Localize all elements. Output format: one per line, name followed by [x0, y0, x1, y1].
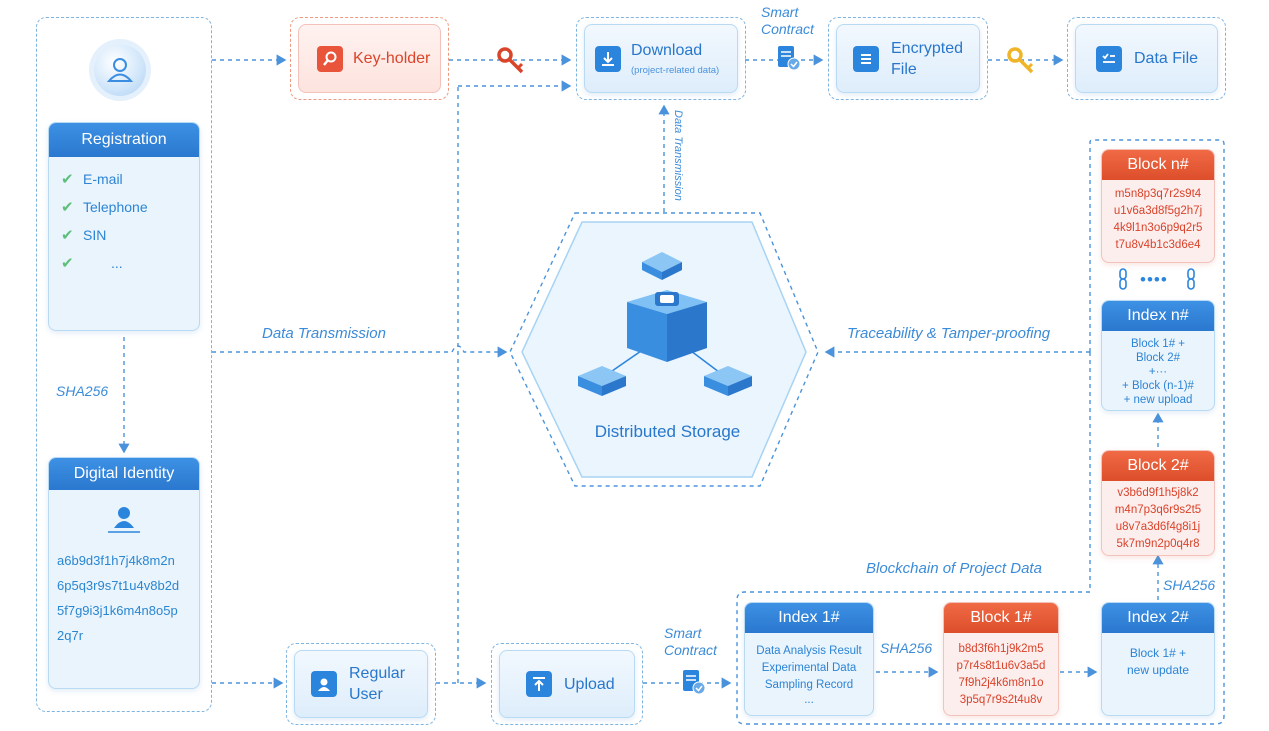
download-sublabel: (project-related data) [631, 64, 720, 76]
check-icon: ✔ [61, 227, 74, 244]
person-icon [108, 507, 140, 533]
regular-user-frame [286, 643, 436, 725]
chain-link-icon [1186, 268, 1196, 295]
key-holder-label: Key-holder [353, 49, 431, 67]
check-icon: ✔ [61, 255, 74, 272]
data-transmission-label: Data Transmission [262, 325, 386, 342]
upload-label: Upload [564, 675, 615, 693]
download-frame [576, 17, 746, 100]
sha256-label-left: SHA256 [56, 383, 109, 399]
block-n-title: Block n# [1102, 150, 1214, 180]
check-icon: ✔ [61, 199, 74, 216]
user-card-icon [311, 671, 337, 697]
sha256-label-right: SHA256 [1163, 577, 1216, 593]
traceability-label: Traceability & Tamper-proofing [847, 325, 1051, 342]
regular-user-node: Regular User [294, 650, 428, 718]
chain-dots: •••• [1140, 270, 1168, 289]
registration-item-more: ✔... [61, 255, 123, 272]
regular-user-label: Regular User [349, 665, 406, 703]
key-holder-node: Key-holder [298, 24, 441, 93]
key-holder-frame [290, 17, 449, 100]
digital-identity-title: Digital Identity [49, 458, 199, 490]
upload-frame [491, 643, 643, 725]
index-n-title: Index n# [1102, 301, 1214, 331]
index-1-card: Index 1# Data Analysis Result Experiment… [744, 602, 874, 716]
block-1-hash: b8d3f6h1j9k2m5 p7r4s8t1u6v3a5d 7f9h2j4k6… [956, 643, 1046, 706]
block-2-hash: v3b6d9f1h5j8k2 m4n7p3q6r9s2t5 u8v7a3d6f4… [1114, 487, 1202, 550]
avatar [94, 44, 146, 96]
user-identity-panel [36, 17, 212, 712]
block-2-title: Block 2# [1102, 451, 1214, 481]
yellow-key-icon [1006, 46, 1038, 81]
block-1-title: Block 1# [944, 603, 1058, 633]
check-icon: ✔ [61, 171, 74, 188]
data-file-label: Data File [1134, 50, 1199, 67]
blockchain-label: Blockchain of Project Data [866, 560, 1042, 577]
encrypted-file-label: Encrypted File [891, 39, 964, 78]
index-n-card: Index n# Block 1# + Block 2# +··· + Bloc… [1101, 300, 1215, 411]
distributed-storage-label: Distributed Storage [594, 422, 741, 441]
index-2-lines: Block 1# + new update [1126, 646, 1190, 677]
index-2-title: Index 2# [1102, 603, 1214, 633]
chain-link-icon [1118, 268, 1128, 295]
index-n-lines: Block 1# + Block 2# +··· + Block (n-1)# … [1122, 338, 1194, 406]
block-n-hash: m5n8p3q7r2s9t4 u1v6a3d8f5g2h7j 4k9l1n3o6… [1113, 188, 1203, 251]
download-node: Download (project-related data) [584, 24, 738, 93]
smart-contract-label-bottom: Smart Contract [664, 625, 717, 658]
server-storage-icon [572, 248, 762, 413]
block-1-card: Block 1# b8d3f6h1j9k2m5 p7r4s8t1u6v3a5d … [943, 602, 1059, 716]
sha256-label-bottom: SHA256 [880, 640, 933, 656]
registration-title: Registration [49, 123, 199, 157]
checklist-icon [1096, 45, 1122, 72]
contract-icon-top [776, 44, 802, 77]
index-2-card: Index 2# Block 1# + new update [1101, 602, 1215, 716]
block-2-card: Block 2# v3b6d9f1h5j8k2 m4n7p3q6r9s2t5 u… [1101, 450, 1215, 556]
registration-item-sin: ✔SIN [61, 227, 107, 244]
download-icon [595, 45, 621, 72]
document-icon [853, 45, 879, 72]
encrypted-file-node: Encrypted File [836, 24, 980, 93]
search-key-icon [317, 45, 343, 72]
encrypted-file-frame [828, 17, 988, 100]
registration-card: Registration ✔E-mail ✔Telephone ✔SIN ✔..… [48, 122, 200, 331]
data-file-node: Data File [1075, 24, 1218, 93]
digital-identity-card: Digital Identity a6b9d3f1h7j4k8m2n 6p5q3… [48, 457, 200, 689]
index-1-title: Index 1# [745, 603, 873, 633]
upload-icon [526, 671, 552, 697]
smart-contract-label-top: Smart Contract [761, 4, 814, 37]
digital-identity-hash: a6b9d3f1h7j4k8m2n 6p5q3r9s7t1u4v8b2d 5f7… [57, 553, 180, 643]
data-file-frame [1067, 17, 1226, 100]
contract-icon-bottom [681, 668, 707, 701]
registration-item-email: ✔E-mail [61, 171, 123, 188]
download-label: Download [631, 41, 703, 59]
red-key-icon [496, 46, 528, 81]
index-1-lines: Data Analysis Result Experimental Data S… [756, 645, 862, 706]
upload-node: Upload [499, 650, 635, 718]
data-transmission-vertical-label: Data Transmission [672, 110, 684, 201]
user-icon [106, 58, 134, 82]
block-n-card: Block n# m5n8p3q7r2s9t4 u1v6a3d8f5g2h7j … [1101, 149, 1215, 263]
registration-item-telephone: ✔Telephone [61, 199, 148, 216]
